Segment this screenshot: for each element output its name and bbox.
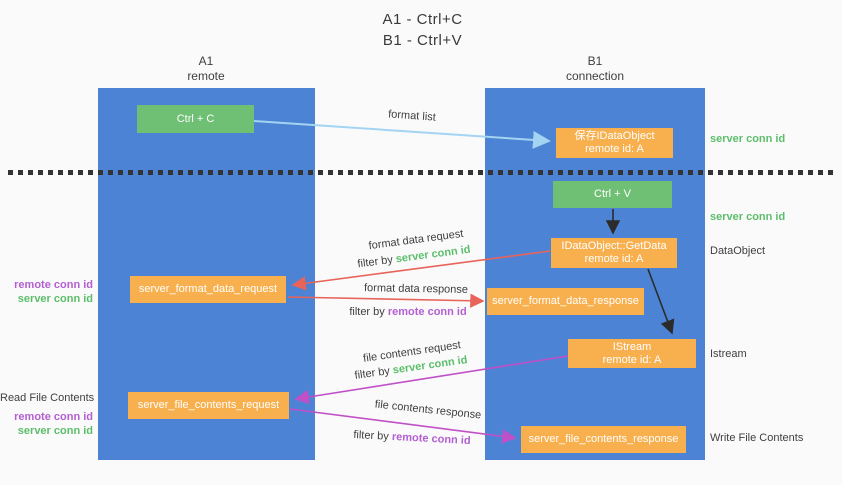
dotted-separator-line: [8, 170, 834, 175]
annotation-server-conn-id-left-top: server conn id: [17, 293, 93, 305]
lane-a1-role: remote: [187, 69, 225, 83]
getdata-line1: IDataObject::GetData: [561, 240, 667, 252]
filter-value-remote-conn-id: remote conn id: [387, 306, 467, 318]
title-line-1: A1 - Ctrl+C: [382, 11, 463, 28]
server-file-contents-response-label: server_file_contents_response: [528, 433, 679, 445]
ctrl-c-label: Ctrl + C: [176, 112, 215, 125]
annotation-istream: Istream: [710, 348, 747, 360]
server-file-contents-request-label: server_file_contents_request: [137, 399, 280, 411]
node-server-file-contents-response: server_file_contents_response: [521, 426, 686, 453]
annotation-server-conn-id-top: server conn id: [710, 133, 786, 145]
ctrl-v-label: Ctrl + V: [594, 188, 631, 200]
node-idataobject-getdata: IDataObject::GetData remote id: A: [551, 238, 677, 268]
filter-prefix: filter by: [356, 253, 394, 271]
filter-prefix: filter by: [353, 365, 391, 382]
server-format-data-response-label: server_format_data_response: [492, 295, 639, 307]
istream-line1: IStream: [612, 340, 652, 353]
lane-b1-role: connection: [565, 69, 625, 83]
node-server-format-data-request: server_format_data_request: [130, 276, 286, 303]
getdata-line2: remote id: A: [584, 253, 644, 265]
edge-filter-format-data-response: filter by remote conn id: [349, 306, 466, 318]
node-istream: IStream remote id: A: [568, 339, 696, 368]
server-format-data-request-label: server_format_data_request: [138, 283, 278, 295]
annotation-remote-conn-id-top: remote conn id: [14, 279, 93, 291]
lane-header-b1: B1 connection: [535, 54, 655, 84]
node-ctrl-c: Ctrl + C: [137, 105, 254, 133]
filter-prefix: filter by: [349, 306, 385, 318]
annotation-read-file-contents: Read File Contents: [0, 392, 95, 404]
title-line-2: B1 - Ctrl+V: [382, 32, 463, 49]
save-idataobject-line2: remote id: A: [585, 143, 644, 155]
edge-filter-file-contents-response: filter by remote conn id: [353, 429, 471, 447]
lane-b1-name: B1: [587, 54, 603, 68]
annotation-write-file-contents: Write File Contents: [710, 432, 804, 444]
filter-prefix: filter by: [353, 428, 390, 443]
istream-line2: remote id: A: [602, 353, 662, 366]
filter-value-remote-conn-id: remote conn id: [391, 430, 471, 448]
lane-header-a1: A1 remote: [146, 54, 266, 84]
edge-label-format-list: format list: [387, 108, 437, 124]
node-server-file-contents-request: server_file_contents_request: [128, 392, 289, 419]
annotation-server-conn-id-mid: server conn id: [710, 211, 786, 223]
save-idataobject-line1: 保存IDataObject: [574, 130, 655, 142]
edge-label-format-data-response: format data response: [363, 282, 469, 296]
lane-a1-name: A1: [198, 54, 214, 68]
edge-label-file-contents-response: file contents response: [374, 398, 482, 422]
node-save-idataobject: 保存IDataObject remote id: A: [556, 128, 673, 158]
node-server-format-data-response: server_format_data_response: [487, 288, 644, 315]
diagram-title: A1 - Ctrl+C B1 - Ctrl+V: [330, 9, 515, 51]
annotation-remote-conn-id-bottom: remote conn id: [14, 411, 93, 423]
annotation-server-conn-id-left-bottom: server conn id: [17, 425, 93, 437]
node-ctrl-v: Ctrl + V: [553, 181, 672, 208]
format-data-response-arrow: [287, 293, 485, 308]
annotation-dataobject: DataObject: [710, 245, 766, 257]
